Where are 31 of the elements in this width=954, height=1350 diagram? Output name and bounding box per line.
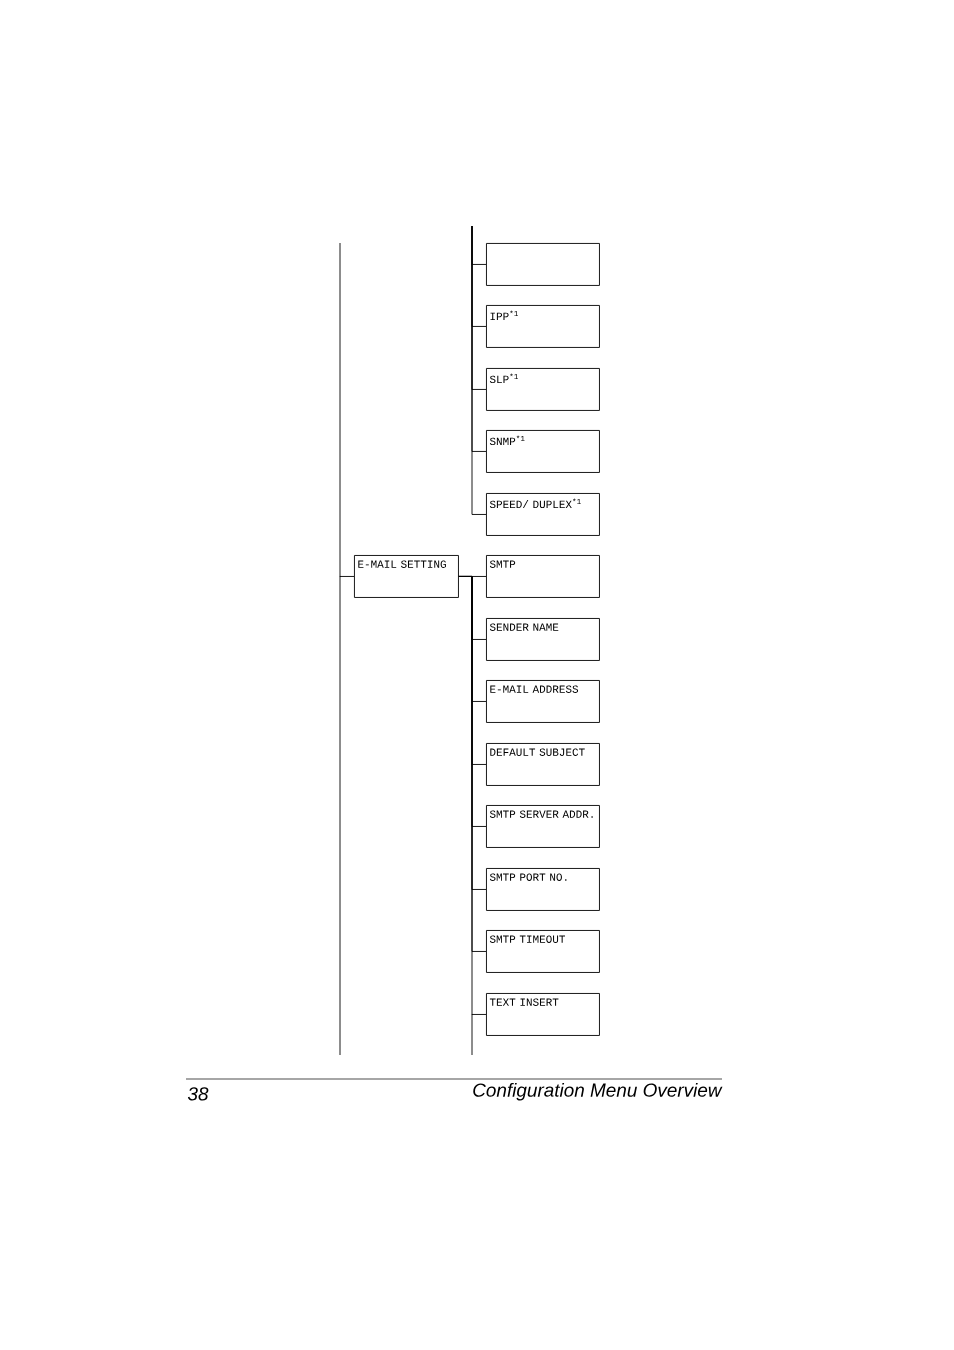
menu-box (486, 368, 600, 411)
menu-box (486, 430, 600, 473)
menu-label: E-MAIL SETTING (358, 560, 446, 568)
menu-label: SENDER NAME (489, 623, 559, 631)
menu-label: SMTP SERVER ADDR. (489, 810, 593, 818)
menu-label: SMTP TIMEOUT (489, 935, 565, 943)
menu-box (354, 555, 459, 598)
menu-label: SPEED/ DUPLEX$^{*1}$ (489, 498, 581, 509)
menu-label: E-MAIL ADDRESS (490, 685, 579, 693)
page-title: Configuration Menu Overview (473, 1082, 723, 1101)
menu-label: SLP$^{*1}$ (489, 373, 518, 384)
menu-box (486, 805, 600, 848)
menu-label: SMTP PORT NO. (489, 873, 567, 881)
tree-connector (339, 242, 355, 577)
menu-box (486, 243, 600, 286)
menu-label: SNMP$^{*1}$ (489, 435, 525, 446)
tree-connector (471, 225, 487, 515)
menu-box (486, 930, 600, 973)
menu-box (486, 993, 600, 1036)
page-number: 38 (187, 1087, 209, 1101)
menu-box (486, 555, 600, 598)
menu-box (486, 618, 600, 661)
menu-box (486, 680, 600, 723)
menu-box (486, 493, 600, 536)
menu-box (486, 743, 600, 786)
menu-label: TEXT INSERT (489, 998, 559, 1006)
menu-label: SMTP (489, 560, 516, 568)
menu-label: DEFAULT SUBJECT (490, 748, 585, 756)
menu-box (486, 868, 600, 911)
menu-box (486, 305, 600, 348)
menu-label: IPP$^{*1}$ (490, 310, 518, 320)
